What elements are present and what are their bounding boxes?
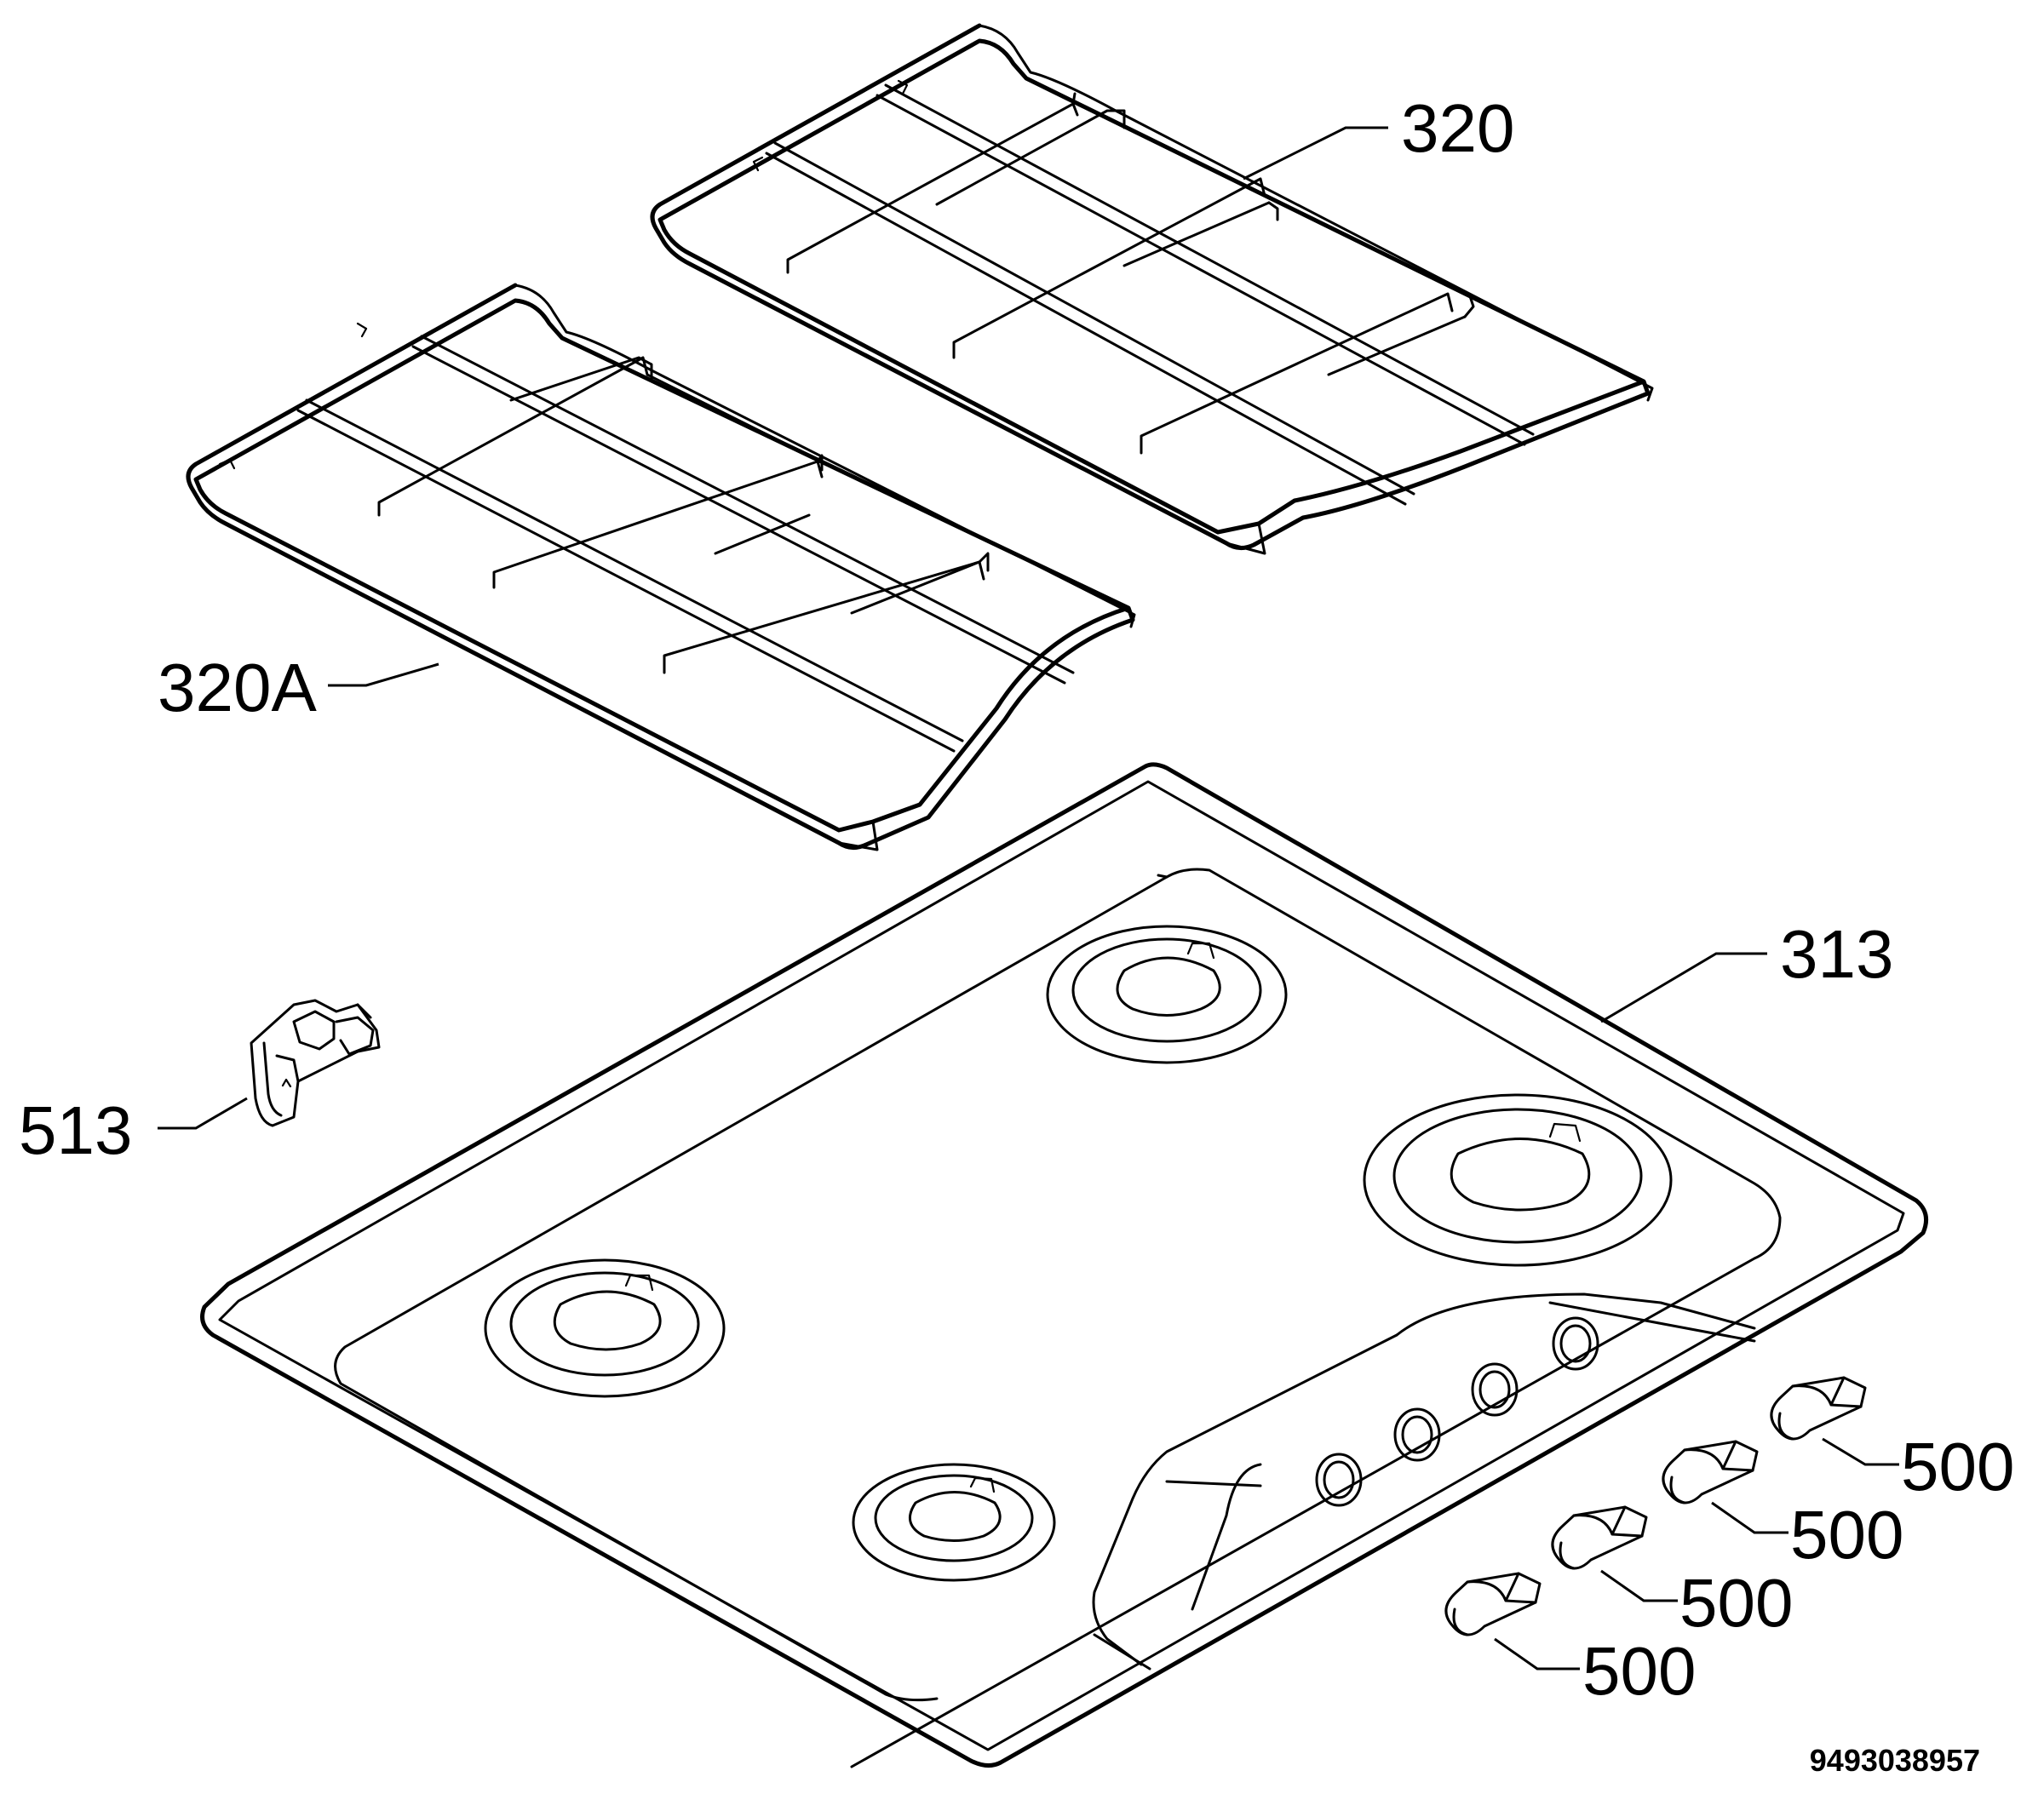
label-knob-500-1: 500 [1901,1429,2014,1504]
control-knob-1 [1770,1376,1867,1441]
hob-top-313 [200,762,1929,1768]
control-knob-4 [1444,1572,1542,1636]
pan-support-grid-320A [186,283,1136,851]
label-hob-top-313: 313 [1780,916,1893,992]
label-knob-500-2: 500 [1790,1497,1903,1573]
bracket-513 [250,999,381,1127]
document-number: 9493038957 [1810,1743,1980,1778]
knob-holes [1315,1316,1599,1507]
label-pan-support-320: 320 [1401,90,1514,166]
burner-rear-left [1046,925,1288,1064]
burner-front-center [852,1463,1056,1582]
leader-lines [158,126,1899,1671]
label-pan-support-320A: 320A [158,650,317,725]
burner-rear-right [1363,1093,1673,1267]
label-knob-500-4: 500 [1582,1633,1696,1709]
label-knob-500-3: 500 [1679,1565,1793,1641]
label-bracket-513: 513 [19,1092,132,1168]
burner-front-left [484,1258,726,1398]
control-knob-2 [1662,1440,1759,1504]
pan-support-grid-320 [650,23,1654,555]
control-knob-3 [1551,1505,1648,1570]
